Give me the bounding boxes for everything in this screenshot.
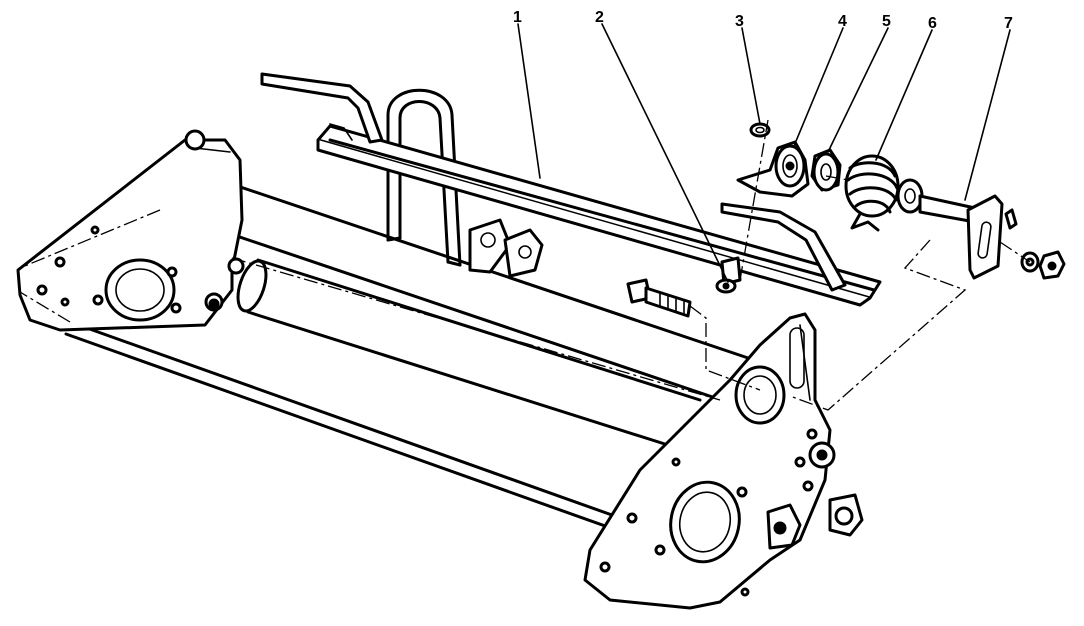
callout-4: 4	[838, 13, 847, 30]
callout-1: 1	[513, 9, 522, 26]
part-7-shaft-bracket	[918, 194, 1066, 280]
leader-6	[875, 29, 933, 161]
adjuster-bolt	[626, 278, 692, 318]
callout-5: 5	[882, 13, 891, 30]
leader-1	[517, 23, 541, 179]
leader-lines	[517, 23, 1011, 283]
lower-roller-tube	[236, 258, 702, 454]
callout-7: 7	[1004, 15, 1013, 32]
callout-6: 6	[928, 15, 937, 32]
part-6-torsion-spring	[844, 154, 924, 232]
u-bolt	[386, 88, 462, 267]
leader-7	[964, 29, 1011, 201]
callout-3: 3	[735, 13, 744, 30]
callout-labels: 1 2 3 4 5 6 7	[513, 9, 1013, 32]
center-mount-bracket	[468, 218, 544, 278]
left-side-plate	[16, 129, 245, 332]
leader-5	[827, 27, 889, 153]
right-side-plate	[583, 312, 864, 610]
lower-tie-rod	[64, 320, 642, 539]
reel-frame-assembly	[16, 88, 864, 610]
part-5-bushing	[810, 148, 842, 192]
leader-4	[793, 27, 844, 147]
part-3-retaining-ring	[749, 122, 771, 138]
part-4-bearing-housing	[736, 140, 810, 198]
leader-3	[741, 27, 761, 125]
leader-2	[601, 23, 729, 283]
callout-2: 2	[595, 9, 604, 26]
assembly-centerlines	[19, 119, 1031, 609]
